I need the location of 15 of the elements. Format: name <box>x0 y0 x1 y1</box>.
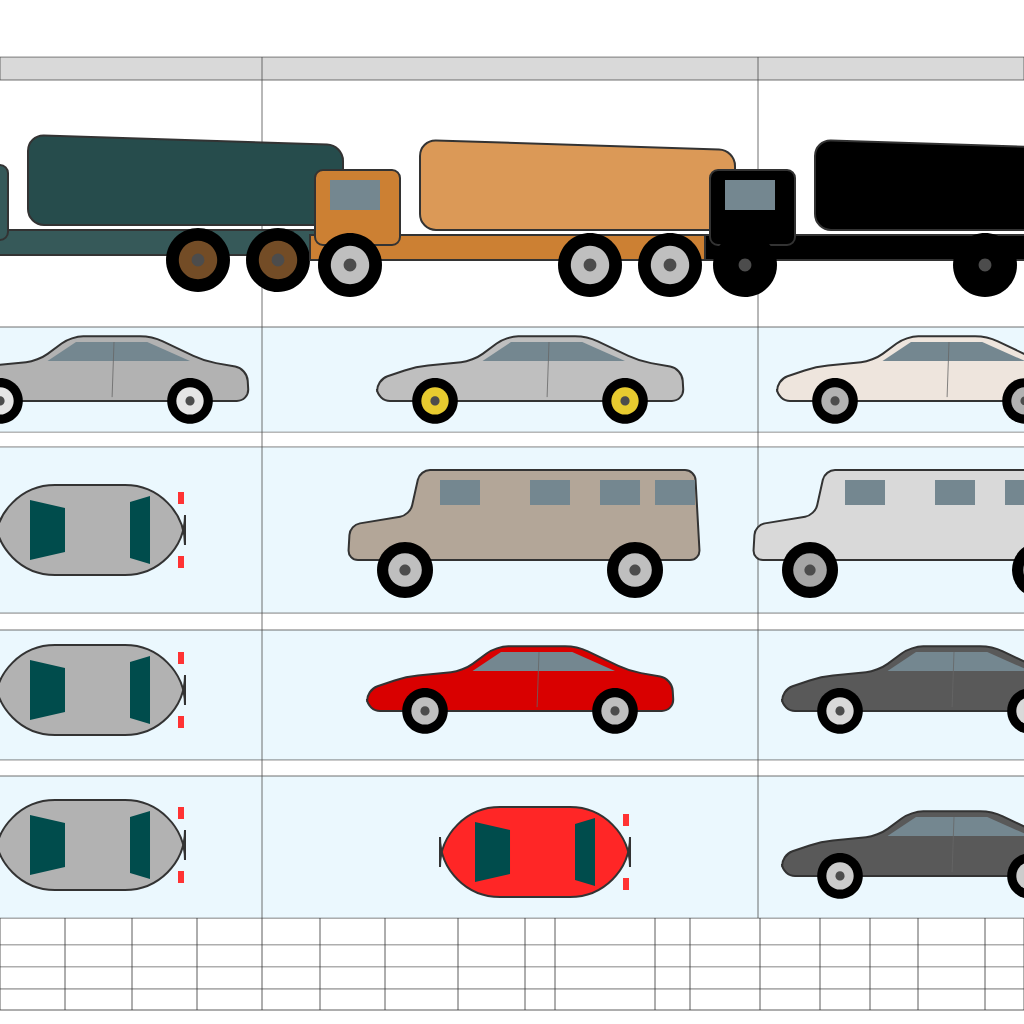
car-drawing <box>0 799 186 891</box>
van-drawing <box>347 469 701 598</box>
car-drawing <box>0 484 186 576</box>
van-drawing <box>752 469 1024 598</box>
car-drawing <box>365 645 675 734</box>
truck-drawing <box>704 139 1024 297</box>
car-drawing <box>0 644 186 736</box>
car-drawing <box>780 645 1024 734</box>
car-drawing <box>780 810 1024 899</box>
car-drawing <box>375 335 685 424</box>
car-drawing <box>0 335 250 424</box>
truck-drawing <box>309 139 736 297</box>
car-drawing <box>775 335 1024 424</box>
car-drawing <box>439 806 631 898</box>
truck-drawing <box>0 134 344 292</box>
